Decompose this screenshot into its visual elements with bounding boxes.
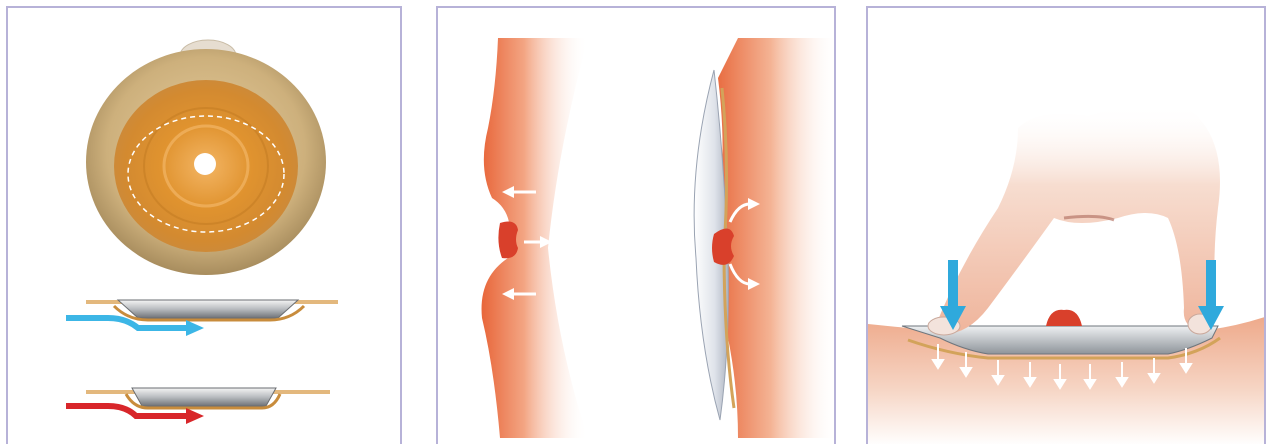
- cross-section-illustration: [438, 8, 836, 444]
- stoma: [1046, 310, 1082, 326]
- stoma-skin-cross-section-panel: [436, 6, 836, 444]
- stoma: [498, 222, 518, 259]
- hand: [928, 104, 1220, 335]
- ostomy-wafer-panel: [6, 6, 402, 444]
- skin-profile-left: [482, 38, 588, 438]
- wafer-illustration: [8, 8, 402, 444]
- finger-press-application-panel: [866, 6, 1266, 444]
- stoma-hole: [194, 153, 216, 175]
- skin-profile-right: [694, 38, 836, 438]
- side-profile-convex: [86, 300, 338, 320]
- stoma: [712, 228, 734, 264]
- finger-press-illustration: [868, 8, 1266, 444]
